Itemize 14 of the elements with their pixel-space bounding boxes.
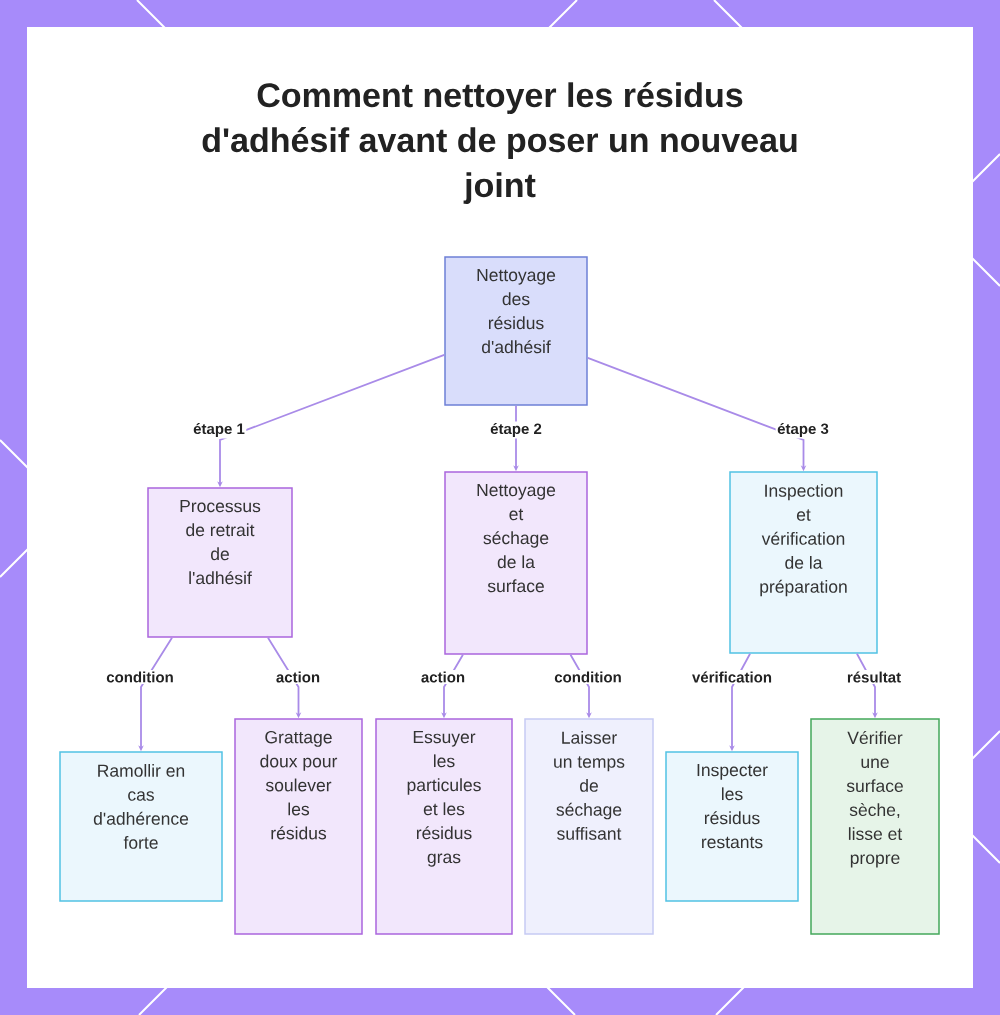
task-box: Essuyer les particules et les résidus gras	[375, 718, 513, 935]
task-box: Ramollir en cas d'adhérence forte	[59, 751, 223, 902]
edge-label: étape 1	[191, 421, 247, 439]
step-box: Processus de retrait de l'adhésif	[147, 487, 293, 638]
root-box: Nettoyage des résidus d'adhésif	[444, 256, 588, 406]
task-box: Inspecter les résidus restants	[665, 751, 799, 902]
step-box: Nettoyage et séchage de la surface	[444, 471, 588, 655]
task-box: Grattage doux pour soulever les résidus	[234, 718, 363, 935]
step-box: Inspection et vérification de la préparation	[729, 471, 878, 654]
title: Comment nettoyer les résidus d'adhésif avant de poser un nouveau joint	[202, 82, 797, 204]
edge-label: étape 3	[775, 421, 831, 439]
task-box: Laisser un temps de séchage suffisant	[524, 718, 654, 935]
edge-label: étape 2	[488, 421, 544, 439]
task-box: Vérifier une surface sèche, lisse et propre	[810, 718, 940, 935]
